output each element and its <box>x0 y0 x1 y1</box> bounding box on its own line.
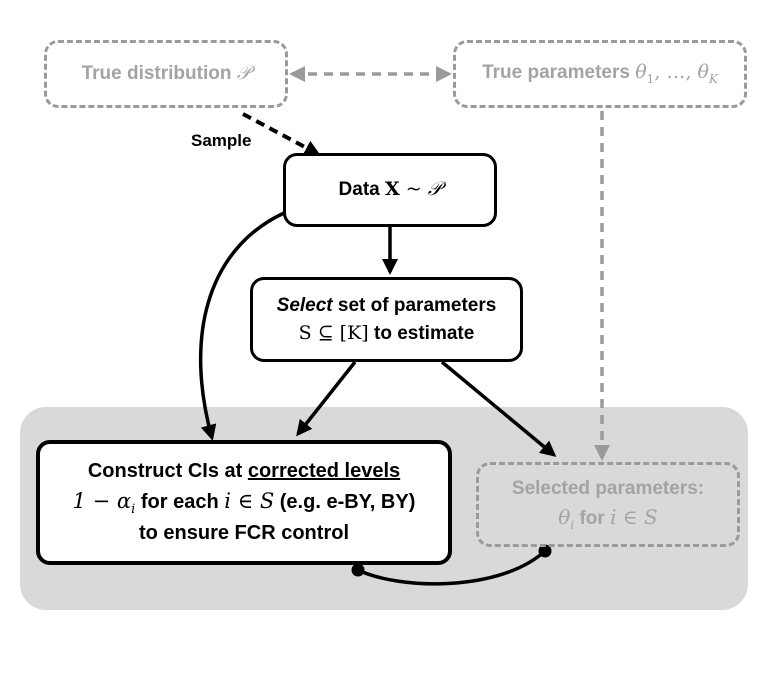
construct-alpha: 1 − α <box>72 488 132 513</box>
true-distribution-label: True distribution <box>81 63 232 85</box>
true-distribution-symbol: 𝒫 <box>236 62 251 85</box>
data-symbol: 𝒫 <box>427 178 442 201</box>
selected-line2-rest: for <box>574 507 611 529</box>
select-node: Select set of parameters S ⊆ [K] to esti… <box>250 277 523 362</box>
select-line1-rest: set of parameters <box>332 294 497 316</box>
data-bold-x: X <box>385 178 400 201</box>
data-node: Data X ~ 𝒫 <box>283 153 497 227</box>
construct-alpha-sub: i <box>131 501 136 517</box>
selected-line1: Selected parameters: <box>511 478 705 500</box>
select-line2-rest: to estimate <box>368 322 475 344</box>
sample-label: Sample <box>191 131 252 150</box>
selected-theta-sub: i <box>570 517 575 532</box>
construct-selected-connector <box>357 549 547 586</box>
data-to-construct-curve <box>198 211 285 441</box>
theta-sub-1: 1 <box>646 72 655 87</box>
theta-symbol: θ <box>635 61 647 84</box>
select-to-selected-arrow <box>440 360 557 457</box>
parameters-ellipsis: , …, <box>654 61 698 84</box>
construct-paren: (e.g. e-BY, BY) <box>274 490 416 513</box>
construct-i-in-s: i ∈ S <box>224 488 275 513</box>
true-parameters-label: True parameters <box>482 62 630 84</box>
select-to-construct-arrow <box>296 360 357 437</box>
theta-symbol-k: θ <box>697 61 709 84</box>
true-distribution-node: True distribution 𝒫 <box>44 40 288 108</box>
construct-line3: to ensure FCR control <box>138 522 349 545</box>
construct-line2-rest: for each <box>135 490 225 513</box>
connector-dot-left <box>351 563 365 577</box>
theta-sub-k: K <box>708 72 718 87</box>
select-line2-math: S ⊆ [K] <box>298 321 369 344</box>
construct-node: Construct CIs at corrected levels 1 − αi… <box>36 440 452 565</box>
true-parameters-node: True parameters θ1, …, θK <box>453 40 747 108</box>
data-label: Data <box>338 179 380 201</box>
data-tilde: ~ <box>399 178 428 201</box>
selected-i-in-s: i ∈ S <box>610 504 658 529</box>
select-italic: Select <box>276 294 333 316</box>
selected-theta: θ <box>558 504 571 529</box>
connector-dot-right <box>538 544 552 558</box>
construct-underlined: corrected levels <box>247 459 401 482</box>
selected-parameters-node: Selected parameters: θi for i ∈ S <box>476 462 740 547</box>
sample-arrow <box>242 112 321 156</box>
construct-line1-pre: Construct CIs at <box>87 459 248 482</box>
